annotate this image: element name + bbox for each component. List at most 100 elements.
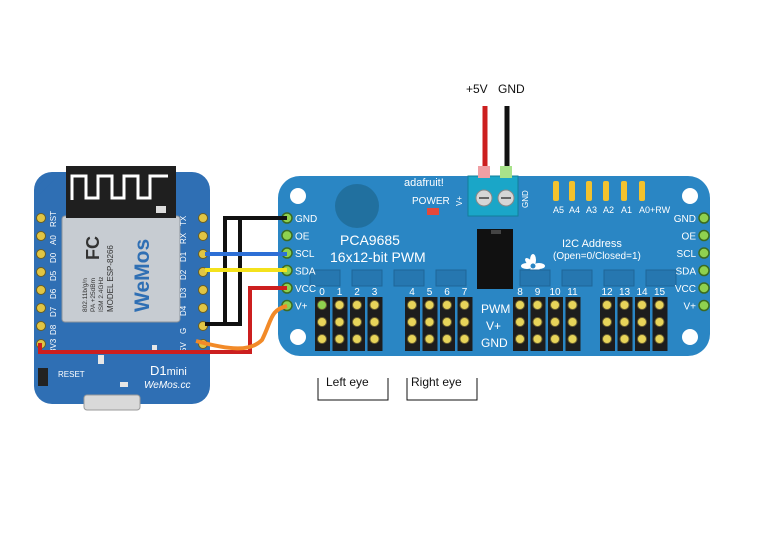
fcc-mark: FC (83, 236, 103, 260)
usb-connector (83, 394, 141, 411)
channel-pin (567, 317, 578, 327)
channel-label: 5 (427, 287, 433, 298)
wemos-right-pin-label: D4 (179, 305, 188, 316)
address-pad-label: A1 (621, 205, 632, 215)
wemos-spec-2: PA +25dBm (90, 278, 97, 312)
pca9685-chip (477, 229, 513, 289)
resistor-array (393, 269, 425, 287)
channel-pin (442, 317, 452, 327)
channel-label: 3 (372, 287, 378, 298)
wemos-right-pin-label: D2 (179, 269, 188, 280)
power-led-label: POWER (412, 196, 450, 207)
wemos-right-pin (198, 285, 208, 295)
wemos-model-line: MODEL ESP-8266 (106, 245, 115, 312)
channel-pin (442, 300, 452, 310)
channel-label: 7 (462, 287, 468, 298)
channel-pin (654, 300, 665, 310)
channel-label: 9 (535, 287, 541, 298)
chip-title: PCA9685 (340, 232, 400, 248)
channel-pin (567, 334, 578, 344)
channel-pin (352, 317, 362, 327)
pca-right-pin-vcc (698, 282, 710, 294)
channel-label: 14 (636, 287, 648, 298)
address-jumper-pad (569, 181, 575, 201)
channel-pin (424, 334, 435, 344)
pca-right-pin-vplus (698, 299, 710, 312)
channel-pin (369, 334, 380, 344)
wemos-right-pin (198, 231, 208, 241)
wemos-left-pin (36, 285, 46, 295)
plus5v-label: +5V (466, 82, 488, 96)
channel-pin (459, 300, 470, 310)
address-pad-label: A0+RW (639, 205, 671, 215)
power-led (427, 208, 439, 215)
channel-label: 12 (601, 287, 613, 298)
address-pad-label: A2 (603, 205, 614, 215)
channel-pin (407, 317, 417, 327)
channel-pin (654, 317, 665, 327)
channel-label: 1 (337, 287, 343, 298)
channel-pin (352, 334, 362, 344)
row-label-pwm: PWM (481, 302, 510, 316)
wemos-left-pin (36, 231, 46, 241)
channel-label: 2 (354, 287, 360, 298)
wemos-left-pin-label: A0 (49, 235, 58, 245)
address-jumper-pad (621, 181, 627, 201)
address-pad-label: A5 (553, 205, 564, 215)
address-jumper-pad (603, 181, 609, 201)
wemos-spec-3: 802.11b/g/n (82, 278, 89, 312)
wemos-right-pin-label: 5V (179, 342, 188, 352)
channel-pin (407, 334, 417, 344)
address-pad-label: A3 (586, 205, 597, 215)
wemos-right-pin (198, 303, 208, 313)
wemos-right-pin-label: RX (179, 232, 188, 244)
wemos-left-pin (36, 267, 46, 277)
channel-pin (602, 300, 612, 310)
wemos-left-pin (36, 303, 46, 313)
wemos-left-pin-label: D7 (49, 306, 58, 317)
wemos-left-pin-label: D5 (49, 270, 58, 281)
channel-pin (532, 334, 543, 344)
right-eye-label-box: Right eye (406, 375, 478, 401)
channel-label: 6 (444, 287, 450, 298)
resistor-array (561, 269, 593, 287)
channel-pin (637, 334, 647, 344)
wemos-module-brand: WeMos (131, 239, 154, 312)
channel-pin (334, 334, 345, 344)
pca-right-pin-label: VCC (675, 284, 696, 295)
address-jumper-pad (553, 181, 559, 201)
channel-pin (515, 334, 525, 344)
wemos-left-pin-label: D6 (49, 288, 58, 299)
channel-pin (459, 317, 470, 327)
channel-pin (567, 300, 578, 310)
channel-label: 13 (619, 287, 631, 298)
reset-button (38, 368, 48, 386)
wemos-left-pin-label: 3V3 (49, 338, 58, 353)
channel-pin (602, 317, 612, 327)
resistor-array (603, 269, 635, 287)
channel-pin (619, 334, 630, 344)
wemos-right-pin-label: D3 (179, 287, 188, 298)
channel-label: 4 (409, 287, 415, 298)
capacitor (335, 184, 379, 228)
wemos-left-pin (36, 249, 46, 259)
pca-left-pin-label: GND (295, 214, 317, 225)
channel-label: 10 (549, 287, 561, 298)
resistor-array (309, 269, 341, 287)
channel-pin (424, 317, 435, 327)
channel-label: 0 (319, 287, 325, 298)
wemos-spec-1: ISM 2.4GHz (98, 277, 105, 312)
channel-pin (515, 300, 525, 310)
pca-right-pin-label: GND (674, 214, 696, 225)
pca-right-pin-label: OE (682, 232, 697, 243)
vplus-wire-orange (195, 304, 288, 351)
pca-left-pin-label: VCC (295, 284, 316, 295)
channel-pin (637, 317, 647, 327)
pca-right-pin-sda (698, 264, 710, 277)
wemos-left-pin (36, 321, 46, 331)
channel-label: 8 (517, 287, 523, 298)
channel-pin (550, 317, 560, 327)
pcb-antenna (70, 174, 168, 200)
channel-pin (334, 317, 345, 327)
i2c-address-subtitle: (Open=0/Closed=1) (553, 251, 641, 262)
